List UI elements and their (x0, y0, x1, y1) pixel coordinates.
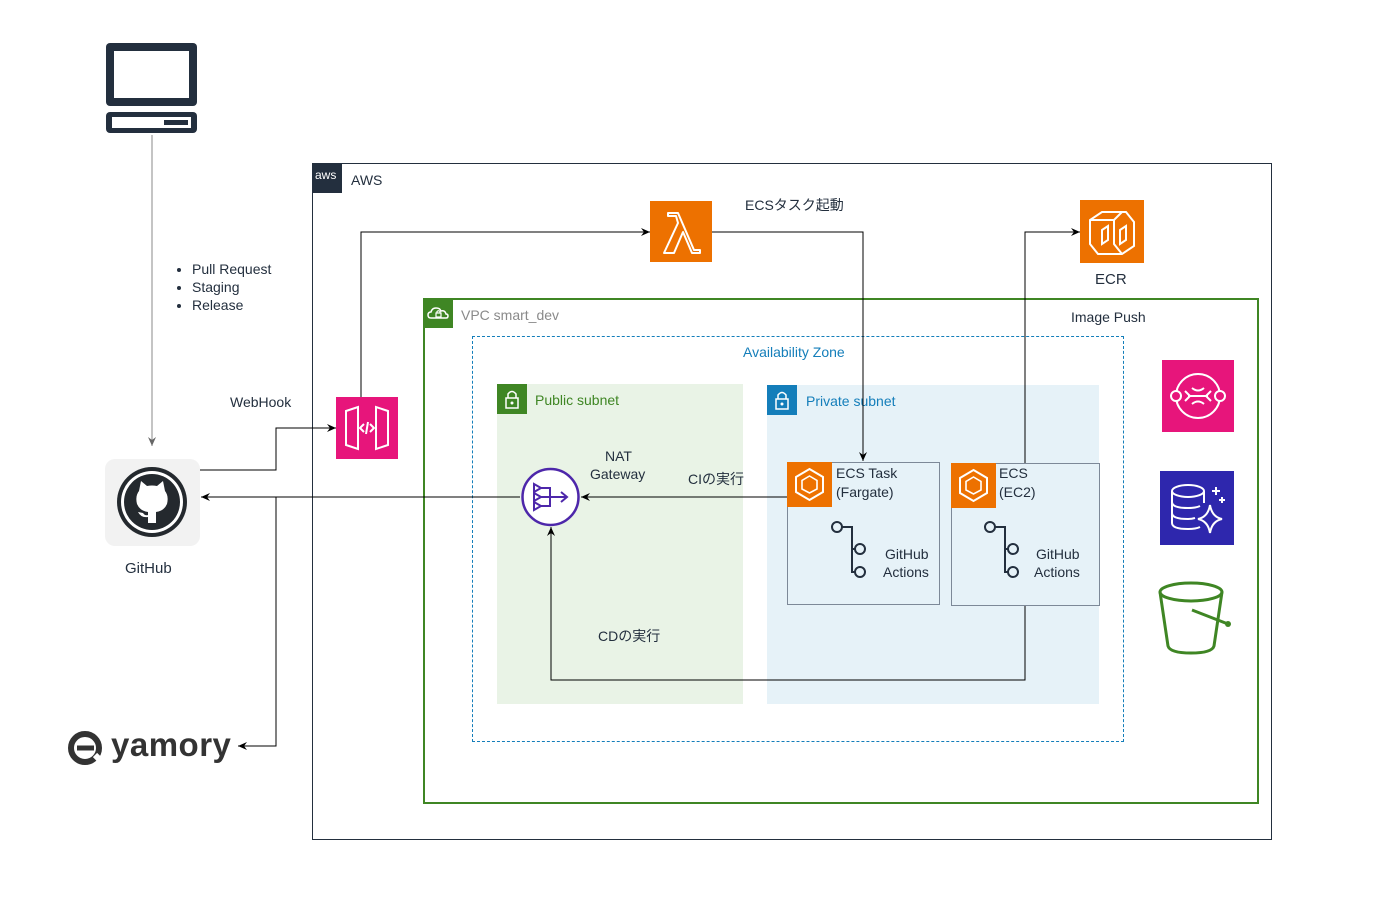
trigger-events-list: Pull Request Staging Release (175, 260, 271, 314)
vpc-label: VPC smart_dev (461, 307, 560, 323)
ecs-task-fargate-box (787, 462, 940, 605)
ecs-ec2-box (951, 463, 1100, 606)
ecr-label: ECR (1095, 271, 1127, 288)
public-subnet (497, 384, 743, 704)
sqs-icon (1162, 360, 1234, 432)
to-yamory-line (238, 497, 277, 750)
nat-label-line2: Gateway (590, 466, 646, 482)
github-icon (105, 459, 200, 546)
public-subnet-lock-icon (497, 384, 527, 414)
github-actions-label-line1: GitHub (885, 546, 929, 562)
trigger-event: Pull Request (192, 260, 271, 278)
ecr-icon (1080, 200, 1144, 263)
aurora-icon (1160, 471, 1234, 545)
aws-logo-text: aws (315, 168, 337, 182)
github-to-webhook-line (200, 424, 336, 471)
s3-bucket-icon (1158, 580, 1233, 656)
public-subnet-label: Public subnet (535, 392, 620, 408)
cd-run-label: CDの実行 (598, 628, 661, 644)
availability-zone-boundary (472, 336, 1124, 742)
ecs-icon (951, 463, 996, 508)
ecs-icon (787, 462, 832, 507)
apigw-to-lambda-line (360, 228, 650, 397)
github-label: GitHub (125, 560, 172, 577)
nat-gateway-icon (520, 467, 581, 527)
vpc-cloud-icon (423, 298, 453, 328)
ecs-task-label-line2: (Fargate) (836, 484, 894, 500)
api-gateway-icon (336, 397, 398, 459)
github-actions-icon (983, 520, 1028, 580)
ecs-ec2-to-ecr-line (1024, 228, 1080, 463)
availability-zone-label: Availability Zone (743, 344, 845, 360)
ecs-ec2-label-line2: (EC2) (999, 484, 1036, 500)
ci-run-label: CIの実行 (688, 471, 744, 487)
aws-cloud-boundary (312, 163, 1272, 840)
trigger-event: Release (192, 296, 271, 314)
image-push-label: Image Push (1071, 309, 1146, 325)
yamory-wordmark: yamory (111, 726, 232, 763)
yamory-logo: yamory (67, 726, 237, 768)
github-actions-label-line2: Actions (883, 564, 929, 580)
trigger-event: Staging (192, 278, 271, 296)
nat-label-line1: NAT (605, 448, 632, 464)
vpc-boundary (423, 298, 1259, 804)
lambda-to-ecs-task-line (712, 231, 867, 461)
ecs-task-start-label: ECSタスク起動 (745, 197, 844, 213)
webhook-label: WebHook (230, 394, 292, 410)
github-actions-icon (830, 520, 875, 580)
github-actions-label-line1: GitHub (1036, 546, 1080, 562)
private-subnet-label: Private subnet (806, 393, 896, 409)
private-subnet (767, 385, 1099, 704)
computer-icon (104, 41, 199, 135)
aws-label: AWS (351, 172, 383, 188)
private-subnet-lock-icon (767, 385, 797, 415)
lambda-icon (650, 201, 712, 262)
ecs-ec2-label-line1: ECS (999, 465, 1028, 481)
ecs-task-label-line1: ECS Task (836, 465, 898, 481)
aws-logo: aws (312, 163, 342, 193)
ecs-ec2-to-nat-line (547, 527, 1026, 681)
github-actions-label-line2: Actions (1034, 564, 1080, 580)
